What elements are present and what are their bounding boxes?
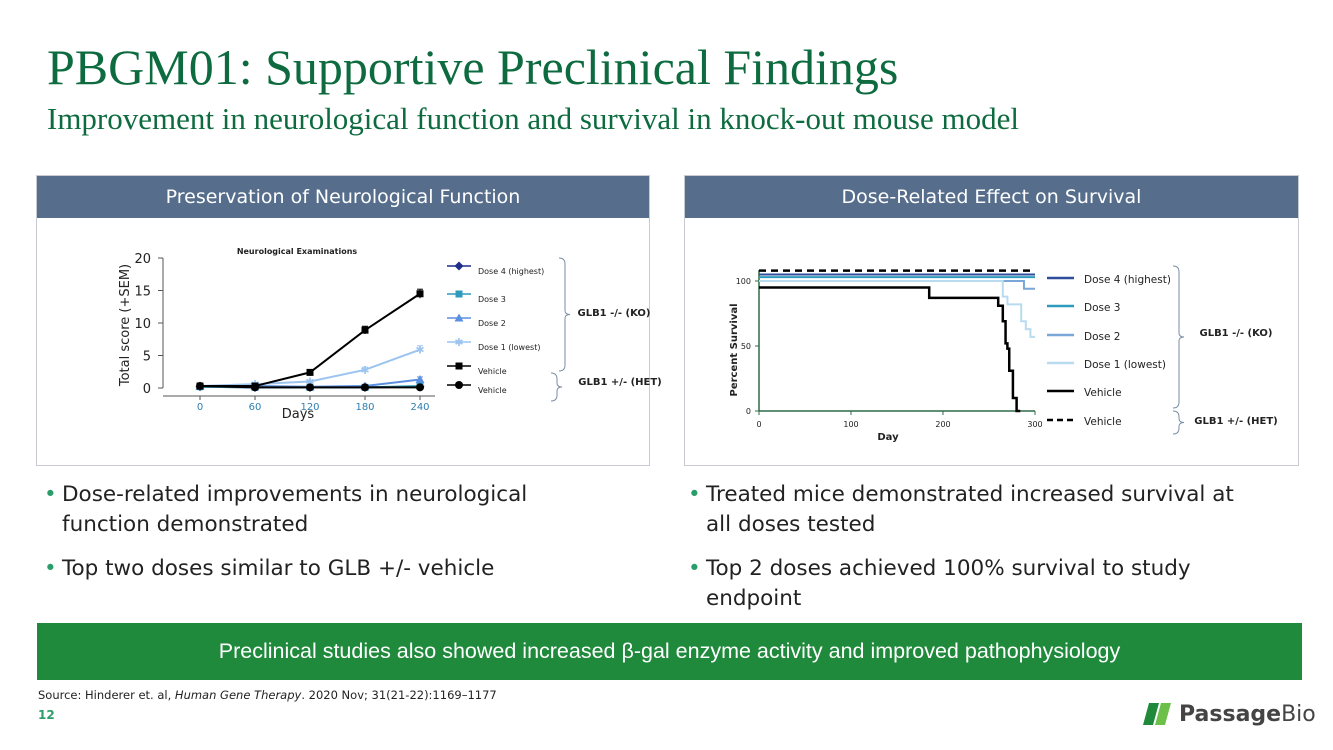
survival-panel: Dose-Related Effect on Survival 0 50 100 0 1… bbox=[684, 175, 1299, 466]
left-bullet-1: •Dose-related improvements in neurologic… bbox=[44, 482, 528, 537]
summary-banner: Preclinical studies also showed increase… bbox=[37, 623, 1302, 680]
legend-label: Dose 2 bbox=[1084, 331, 1120, 343]
source-citation: Source: Hinderer et. al, Human Gene Ther… bbox=[38, 688, 497, 702]
data-point bbox=[416, 383, 424, 392]
survival-panel-title: Dose-Related Effect on Survival bbox=[685, 176, 1298, 218]
left-bullets: •Dose-related improvements in neurologic… bbox=[44, 480, 604, 598]
y-tick-label: 5 bbox=[143, 350, 151, 365]
passage-bio-logo-icon bbox=[1143, 703, 1171, 725]
legend-label: Vehicle bbox=[478, 386, 507, 395]
group-label-het: GLB1 +/- (HET) bbox=[578, 377, 661, 388]
data-point bbox=[361, 383, 369, 392]
legend-brace-ko bbox=[1172, 265, 1185, 409]
y-axis-label: Percent Survival bbox=[729, 303, 740, 396]
legend-label: Dose 4 (highest) bbox=[1084, 274, 1171, 286]
neuro-panel-title: Preservation of Neurological Function bbox=[37, 176, 649, 218]
legend-marker: ✱ bbox=[454, 336, 463, 349]
x-axis-label: Day bbox=[877, 432, 899, 443]
page-title: PBGM01: Supportive Preclinical Findings bbox=[47, 39, 899, 95]
y-tick-label: 15 bbox=[134, 285, 151, 300]
right-bullet-1: •Treated mice demonstrated increased sur… bbox=[688, 482, 1234, 537]
data-point bbox=[415, 375, 425, 384]
series-4 bbox=[196, 288, 424, 390]
x-tick-label: 0 bbox=[756, 420, 761, 429]
left-bullet-2: •Top two doses similar to GLB +/- vehicl… bbox=[44, 556, 495, 581]
survival-curve-4 bbox=[759, 286, 1021, 413]
series-5 bbox=[196, 382, 424, 392]
data-point bbox=[416, 290, 424, 298]
survival-curve-3 bbox=[759, 280, 1035, 338]
x-tick-label: 120 bbox=[300, 402, 319, 413]
x-tick-label: 100 bbox=[843, 420, 858, 429]
right-bullets: •Treated mice demonstrated increased sur… bbox=[688, 480, 1248, 628]
data-point bbox=[306, 368, 314, 376]
legend-marker bbox=[454, 313, 464, 322]
x-axis-label: Days bbox=[282, 407, 315, 422]
legend-label: Vehicle bbox=[1084, 416, 1122, 428]
y-tick-label: 10 bbox=[134, 317, 151, 332]
logo-wordmark: PassageBio bbox=[1179, 701, 1316, 727]
y-tick-label: 0 bbox=[746, 407, 751, 416]
legend-marker bbox=[455, 381, 463, 389]
legend-label: Vehicle bbox=[478, 367, 507, 376]
x-tick-label: 240 bbox=[410, 402, 429, 413]
passage-bio-logo: PassageBio bbox=[1141, 700, 1316, 728]
y-tick-label: 100 bbox=[736, 277, 751, 286]
legend-brace-het bbox=[550, 372, 563, 402]
legend-label: Dose 2 bbox=[478, 319, 506, 328]
legend-label: Dose 4 (highest) bbox=[478, 267, 544, 276]
group-label-ko: GLB1 -/- (KO) bbox=[577, 308, 650, 319]
x-tick-label: 200 bbox=[935, 420, 950, 429]
data-point: ✱ bbox=[305, 376, 314, 389]
y-tick-label: 50 bbox=[741, 342, 751, 351]
x-tick-label: 0 bbox=[197, 402, 203, 413]
legend-label: Dose 1 (lowest) bbox=[1084, 359, 1166, 371]
x-tick-label: 180 bbox=[355, 402, 374, 413]
y-tick-label: 0 bbox=[143, 382, 151, 397]
chart-title: Neurological Examinations bbox=[237, 247, 358, 256]
legend-brace-het bbox=[1172, 410, 1185, 435]
legend-label: Dose 1 (lowest) bbox=[478, 343, 540, 352]
legend-label: Dose 3 bbox=[1084, 302, 1120, 314]
y-axis-label: Total score (+SEM) bbox=[118, 264, 133, 387]
legend-brace-ko bbox=[558, 257, 571, 372]
legend-label: Dose 3 bbox=[478, 295, 506, 304]
legend-marker bbox=[455, 290, 463, 298]
legend-marker bbox=[454, 261, 464, 271]
page-subtitle: Improvement in neurological function and… bbox=[47, 101, 1019, 136]
data-point bbox=[196, 382, 204, 391]
x-tick-label: 300 bbox=[1027, 420, 1042, 429]
data-point: ✱ bbox=[360, 364, 369, 377]
data-point: ✱ bbox=[415, 344, 424, 357]
neuro-function-panel: Preservation of Neurological Function 0 5… bbox=[36, 175, 662, 466]
y-tick-label: 20 bbox=[134, 252, 151, 267]
data-point bbox=[306, 383, 314, 392]
neuro-exam-chart: 0 5 10 15 20 0 60 120 180 240 Neurological Examina… bbox=[118, 247, 662, 422]
data-point bbox=[361, 326, 369, 334]
x-tick-label: 60 bbox=[249, 402, 262, 413]
right-bullet-2: •Top 2 doses achieved 100% survival to s… bbox=[688, 556, 1191, 611]
page-number: 12 bbox=[38, 708, 55, 722]
legend-label: Vehicle bbox=[1084, 387, 1122, 399]
data-point bbox=[251, 383, 259, 392]
legend-marker bbox=[455, 362, 463, 370]
group-label-het: GLB1 +/- (HET) bbox=[1194, 416, 1277, 427]
group-label-ko: GLB1 -/- (KO) bbox=[1199, 328, 1272, 339]
